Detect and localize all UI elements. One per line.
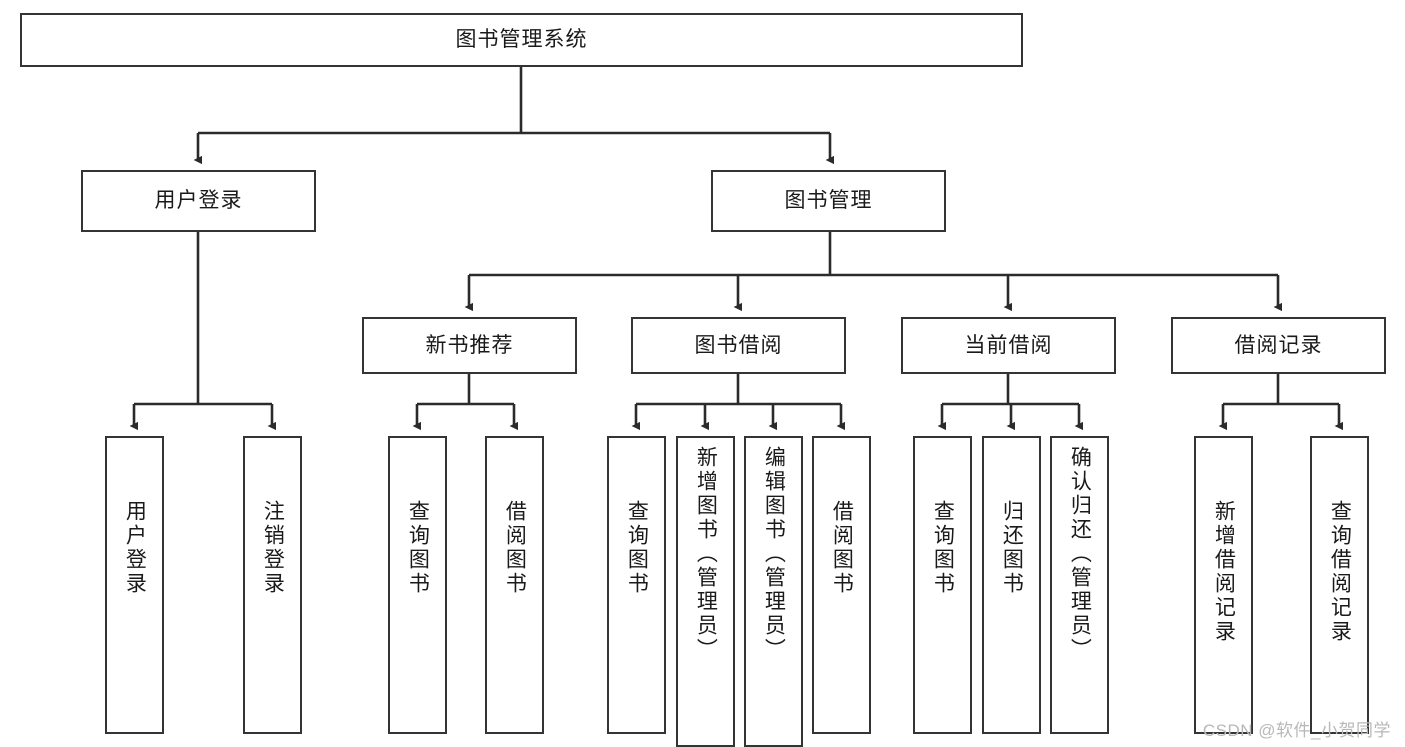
node-level3-2[interactable]: 当前借阅 bbox=[901, 317, 1116, 374]
node-label: 新增借阅记录 bbox=[1212, 500, 1236, 644]
node-label: 当前借阅 bbox=[964, 333, 1053, 357]
node-label: 新书推荐 bbox=[425, 333, 514, 357]
csdn-watermark: CSDN @软件_小贺同学 bbox=[1202, 721, 1391, 740]
node-label: 确认归还（管理员） bbox=[1068, 446, 1092, 662]
node-leaf-11[interactable]: 新增借阅记录 bbox=[1194, 436, 1253, 734]
node-leaf-8[interactable]: 查询图书 bbox=[913, 436, 972, 734]
node-label: 新增图书（管理员） bbox=[694, 446, 718, 662]
node-label: 图书借阅 bbox=[694, 333, 783, 357]
node-label: 查询借阅记录 bbox=[1328, 500, 1352, 644]
node-label: 用户登录 bbox=[154, 189, 243, 213]
node-level3-3[interactable]: 借阅记录 bbox=[1171, 317, 1386, 374]
node-leaf-9[interactable]: 归还图书 bbox=[982, 436, 1041, 734]
node-leaf-3[interactable]: 借阅图书 bbox=[485, 436, 544, 734]
node-label: 归还图书 bbox=[1000, 500, 1024, 596]
node-level2-1[interactable]: 图书管理 bbox=[711, 170, 946, 232]
node-level3-0[interactable]: 新书推荐 bbox=[362, 317, 577, 374]
node-root-label: 图书管理系统 bbox=[455, 28, 588, 52]
node-leaf-2[interactable]: 查询图书 bbox=[388, 436, 447, 734]
node-label: 查询图书 bbox=[406, 500, 430, 596]
node-leaf-7[interactable]: 借阅图书 bbox=[812, 436, 871, 734]
node-leaf-10[interactable]: 确认归还（管理员） bbox=[1050, 436, 1109, 734]
node-level2-0[interactable]: 用户登录 bbox=[81, 170, 316, 232]
node-label: 查询图书 bbox=[931, 500, 955, 596]
node-leaf-6[interactable]: 编辑图书（管理员） bbox=[744, 436, 803, 747]
node-label: 借阅记录 bbox=[1234, 333, 1323, 357]
node-label: 用户登录 bbox=[123, 500, 147, 596]
node-label: 注销登录 bbox=[261, 500, 285, 596]
node-label: 编辑图书（管理员） bbox=[762, 446, 786, 662]
node-root-system[interactable]: 图书管理系统 bbox=[20, 13, 1023, 67]
node-leaf-4[interactable]: 查询图书 bbox=[607, 436, 666, 734]
node-leaf-1[interactable]: 注销登录 bbox=[243, 436, 302, 734]
node-leaf-0[interactable]: 用户登录 bbox=[105, 436, 164, 734]
node-level3-1[interactable]: 图书借阅 bbox=[631, 317, 846, 374]
node-label: 借阅图书 bbox=[830, 500, 854, 596]
node-label: 借阅图书 bbox=[503, 500, 527, 596]
node-label: 查询图书 bbox=[625, 500, 649, 596]
node-leaf-12[interactable]: 查询借阅记录 bbox=[1310, 436, 1369, 734]
node-leaf-5[interactable]: 新增图书（管理员） bbox=[676, 436, 735, 747]
node-label: 图书管理 bbox=[784, 189, 873, 213]
